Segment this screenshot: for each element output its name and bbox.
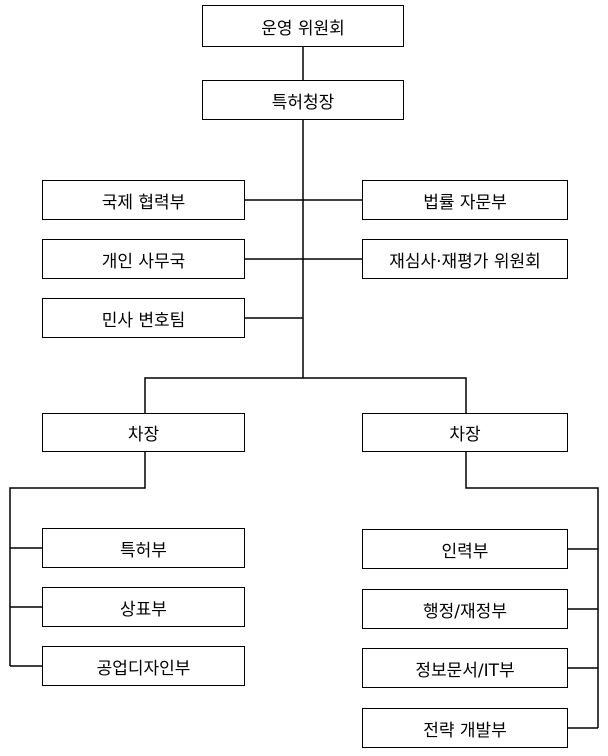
industrial-design-dept-box: 공업디자인부 [42,646,245,686]
patent-dept-box: 특허부 [42,528,245,568]
civil-lawyer-team-box: 민사 변호팀 [42,298,245,338]
strategy-dev-dept-box: 전략 개발부 [362,708,568,748]
deputy-right-box: 차장 [362,413,568,452]
international-cooperation-box: 국제 협력부 [42,180,245,220]
steering-committee-box: 운영 위원회 [202,5,404,47]
commissioner-box: 특허청장 [202,80,404,120]
personal-office-box: 개인 사무국 [42,239,245,279]
info-docs-it-dept-box: 정보문서/IT부 [362,648,568,688]
right-deputy-tree [465,452,599,728]
deputy-left-box: 차장 [42,413,245,452]
legal-advice-box: 법률 자문부 [362,180,568,220]
hr-dept-box: 인력부 [362,529,568,569]
deputy-branch-line [144,377,467,413]
admin-finance-dept-box: 행정/재정부 [362,589,568,629]
left-deputy-tree [9,452,146,666]
review-committee-box: 재심사·재평가 위원회 [362,239,568,279]
trademark-dept-box: 상표부 [42,587,245,627]
